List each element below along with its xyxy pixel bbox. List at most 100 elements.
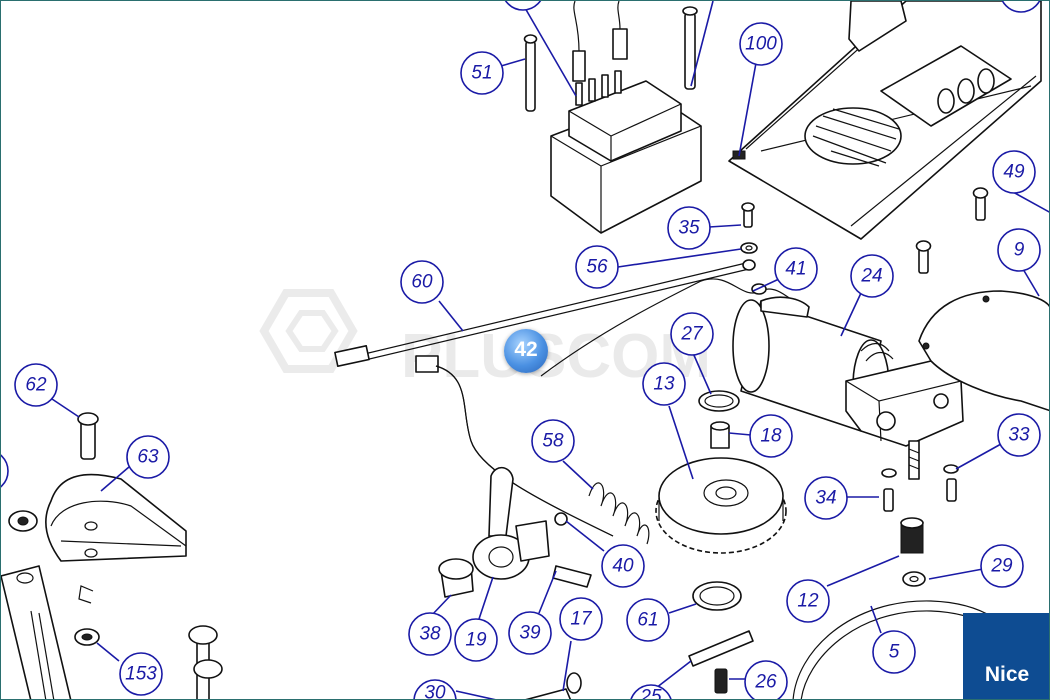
part-9-cover [918,290,1049,412]
callout-58: 58 [531,419,575,463]
part-bolt-top [682,6,698,90]
callout-40: 40 [601,544,645,588]
part-12-pinion [900,517,924,554]
svg-text:58: 58 [542,431,564,452]
svg-text:61: 61 [637,610,658,631]
svg-text:17: 17 [570,609,593,630]
part-27-circlip [698,390,740,412]
svg-text:13: 13 [653,374,675,395]
svg-text:39: 39 [519,623,541,644]
part-29-washer [902,571,926,587]
part-60-cable [334,259,756,367]
svg-text:24: 24 [860,266,882,287]
svg-text:19: 19 [465,630,487,651]
callout-56: 56 [575,245,619,289]
part-left-clip [78,585,94,604]
callout-27: 27 [670,312,714,356]
part-transformer [550,1,702,234]
callout-60: 60 [400,260,444,304]
hotspot-marker-42[interactable]: 42 [504,329,548,373]
part-control-board [728,1,1042,240]
part-17-clip [525,672,582,699]
part-25-pin [688,630,754,667]
callout-top-partial-left [504,1,542,11]
callout-13: 13 [642,362,686,406]
part-153-nut [74,628,100,646]
callout-49: 49 [992,150,1036,194]
part-61-ring [692,581,742,611]
part-40-nut [554,512,568,526]
callout-39: 39 [508,611,552,655]
svg-text:29: 29 [990,556,1013,577]
svg-text:12: 12 [797,591,819,612]
part-gearbox [845,360,964,480]
svg-text:49: 49 [1003,162,1025,183]
svg-text:51: 51 [471,63,492,84]
callout-63: 63 [126,435,170,479]
callout-left-partial [1,454,9,488]
part-51-pin [523,34,538,112]
callout-30: 30 [413,679,457,699]
callout-25: 25 [630,684,672,700]
svg-text:18: 18 [760,426,782,447]
svg-text:153: 153 [125,664,157,685]
svg-text:60: 60 [411,272,433,293]
svg-text:41: 41 [785,259,806,280]
callout-62: 62 [14,363,58,407]
brand-logo-text: Nice [984,663,1030,686]
part-62-pin [77,412,99,460]
svg-text:26: 26 [754,672,777,693]
svg-text:40: 40 [612,556,634,577]
heatsink [804,107,902,167]
part-35-screw [741,202,755,228]
part-13-gear [655,457,787,554]
svg-text:25: 25 [639,687,662,700]
callout-29: 29 [980,544,1024,588]
part-58-spring [588,482,650,545]
svg-text:38: 38 [419,624,441,645]
part-left-arm [1,565,72,699]
svg-text:56: 56 [586,257,608,278]
part-38-cap [438,558,474,598]
svg-text:34: 34 [815,488,836,509]
callout-38: 38 [408,612,452,656]
part-39-key [552,565,592,588]
callout-12: 12 [786,579,830,623]
svg-text:35: 35 [678,218,700,239]
callout-41: 41 [774,247,818,291]
callout-35: 35 [667,206,711,250]
callout-33: 33 [997,413,1041,457]
part-19-lever [472,466,550,580]
callout-34: 34 [804,476,848,520]
svg-text:9: 9 [1014,240,1025,261]
svg-text:27: 27 [680,324,704,345]
svg-text:63: 63 [137,447,159,468]
part-63-bracket [45,473,187,562]
part-49-screws [915,187,989,274]
part-34-screw [881,468,897,512]
callout-61: 61 [626,598,670,642]
callout-26: 26 [744,660,788,699]
callout-153: 153 [119,652,163,696]
part-56-washer [740,242,758,254]
callout-51: 51 [460,51,504,95]
callout-top-partial-right [1001,1,1041,13]
hotspot-marker-label: 42 [514,338,538,361]
part-bottom-screws [188,625,223,699]
part-26-pin [714,668,728,694]
callout-18: 18 [749,414,793,458]
callout-5: 5 [872,630,916,674]
svg-text:62: 62 [25,375,47,396]
callout-100: 100 [739,22,783,66]
svg-text:33: 33 [1008,425,1030,446]
part-42-harness [415,355,614,537]
callout-19: 19 [454,618,498,662]
callout-17: 17 [559,597,603,641]
callout-24: 24 [850,254,894,298]
leader-lines [48,1,1049,699]
part-18-bush [710,421,730,449]
brand-logo: Nice [963,613,1049,699]
part-left-nut [8,510,38,532]
